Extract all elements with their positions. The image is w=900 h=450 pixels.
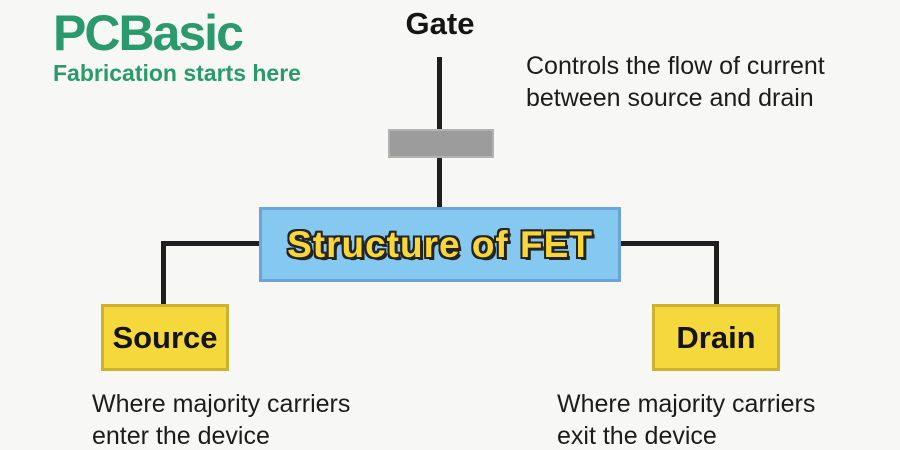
fet-structure-title: Structure of FET <box>287 223 593 265</box>
connector-right-horizontal <box>620 241 719 246</box>
gate-note-line1: Controls the flow of current <box>526 52 825 80</box>
source-note-line1: Where majority carriers <box>92 390 351 418</box>
gate-note-line2: between source and drain <box>526 84 814 112</box>
source-note-line2: enter the device <box>92 422 270 450</box>
gate-note: Controls the flow of current between sou… <box>526 50 825 114</box>
source-label: Source <box>112 319 218 355</box>
pcbasic-logo-wordmark: PCBasic <box>53 5 244 61</box>
connector-left-vertical <box>161 241 166 305</box>
fet-structure-box: Structure of FET <box>259 207 621 282</box>
drain-note-line2: exit the device <box>557 422 717 450</box>
gate-electrode-bar <box>388 129 494 158</box>
pcbasic-logo: PCBasic Fabrication starts here <box>53 8 301 87</box>
gate-label: Gate <box>405 6 475 41</box>
drain-box: Drain <box>652 304 780 371</box>
connector-right-vertical <box>714 241 719 305</box>
drain-label: Drain <box>676 319 756 355</box>
connector-left-horizontal <box>161 241 261 246</box>
drain-note: Where majority carriers exit the device <box>557 388 815 450</box>
source-box: Source <box>101 304 229 371</box>
drain-note-line1: Where majority carriers <box>557 390 816 418</box>
logo-tagline: Fabrication starts here <box>53 60 301 86</box>
source-note: Where majority carriers enter the device <box>92 388 350 450</box>
